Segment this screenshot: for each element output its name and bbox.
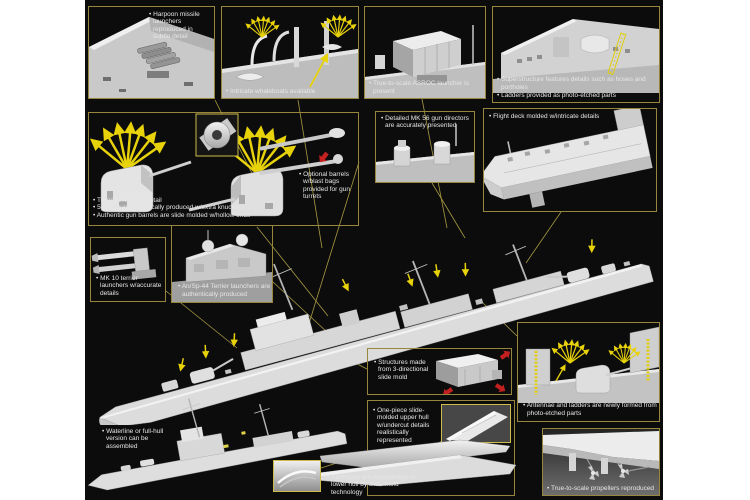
panel-propellers: • True-to-scale propellers reproduced: [542, 428, 660, 496]
waterline-ship-render: [87, 398, 348, 491]
panel-whaleboats: • Intricate whaleboats available: [221, 6, 359, 99]
sponsons-caption: • Sponsons are represented on lower hull…: [327, 474, 417, 496]
panel-upperhull: • One-piece slide-molded upper hull w/un…: [367, 400, 515, 496]
optional-barrels-caption: • Optional barrels w/blast bags provided…: [299, 171, 350, 201]
antennae-render: [518, 326, 659, 403]
panel-mk10: • MK 10 terrier launchers w/accurate det…: [90, 237, 166, 302]
panel-slidemold: • Structures made from 3-directional sli…: [367, 348, 512, 395]
mk56-render: [376, 124, 474, 182]
sponson-inset: [273, 460, 321, 492]
panel-turrets: • Turret w/realistic detail • 5-inch gun…: [88, 112, 359, 226]
ansp44-render: [172, 230, 272, 302]
main-ship-render: [99, 200, 654, 425]
mk10-caption: • MK 10 terrier launchers w/accurate det…: [96, 274, 162, 297]
panel-superstructure: • Superstructure features details such a…: [492, 6, 660, 103]
whaleboats-caption: • Intricate whaleboats available: [226, 87, 316, 95]
antennae-caption: • Antennae and ladders are newly formed …: [523, 402, 657, 417]
superstructure-caption-1: • Superstructure features details such a…: [497, 76, 646, 91]
panel-harpoon: • Harpoon missile launchers reproduced i…: [88, 6, 215, 99]
harpoon-caption: • Harpoon missile launchers reproduced i…: [149, 11, 200, 41]
flightdeck-render: [484, 109, 653, 208]
waterline-caption: • Waterline or full-hull version can be …: [102, 428, 164, 450]
propellers-render: [543, 431, 659, 480]
propellers-caption: • True-to-scale propellers reproduced: [547, 484, 655, 492]
asroc-render: [365, 25, 485, 98]
sponson-render: [277, 470, 317, 488]
panel-mk56: • Detailed MK 56 gun directors are accur…: [375, 111, 475, 183]
mk10-render: [91, 247, 157, 280]
hull-parts-render: [310, 439, 517, 487]
bow-inset-render: [446, 411, 508, 442]
bow-inset: [441, 404, 511, 443]
superstructure-caption-2: • Ladders provided as photo-etched parts: [497, 91, 616, 99]
slidemold-caption: • Structures made from 3-directional sli…: [374, 359, 429, 381]
turrets-bullet-2: • 5-inch guns realistically produced w/e…: [93, 204, 240, 212]
turrets-render: [89, 113, 345, 217]
slidemold-render: [436, 349, 511, 394]
upperhull-caption: • One-piece slide-molded upper hull w/un…: [373, 407, 430, 444]
superstructure-render: [493, 19, 659, 93]
flightdeck-caption: • Flight deck molded w/intricate details: [489, 113, 600, 120]
panel-antennae: • Antennae and ladders are newly formed …: [517, 322, 660, 422]
whaleboats-render: [222, 7, 358, 98]
panel-asroc: • True-to-scale ASROC launcher is presen…: [364, 6, 486, 99]
asroc-caption: • True-to-scale ASROC launcher is presen…: [369, 80, 469, 95]
panel-ansp44: • An/Sp-44 Terrier launchers are authent…: [171, 225, 273, 303]
mk56-caption: • Detailed MK 56 gun directors are accur…: [381, 115, 469, 130]
turrets-bullet-3: • Authentic gun barrels are slide molded…: [93, 211, 251, 219]
ansp44-caption: • An/Sp-44 Terrier launchers are authent…: [178, 283, 271, 298]
turrets-bullet-1: • Turret w/realistic detail: [93, 197, 162, 204]
harpoon-render: [89, 17, 214, 98]
turrets-caption: • Turret w/realistic detail • 5-inch gun…: [93, 197, 302, 219]
panel-flightdeck: • Flight deck molded w/intricate details: [483, 108, 657, 212]
